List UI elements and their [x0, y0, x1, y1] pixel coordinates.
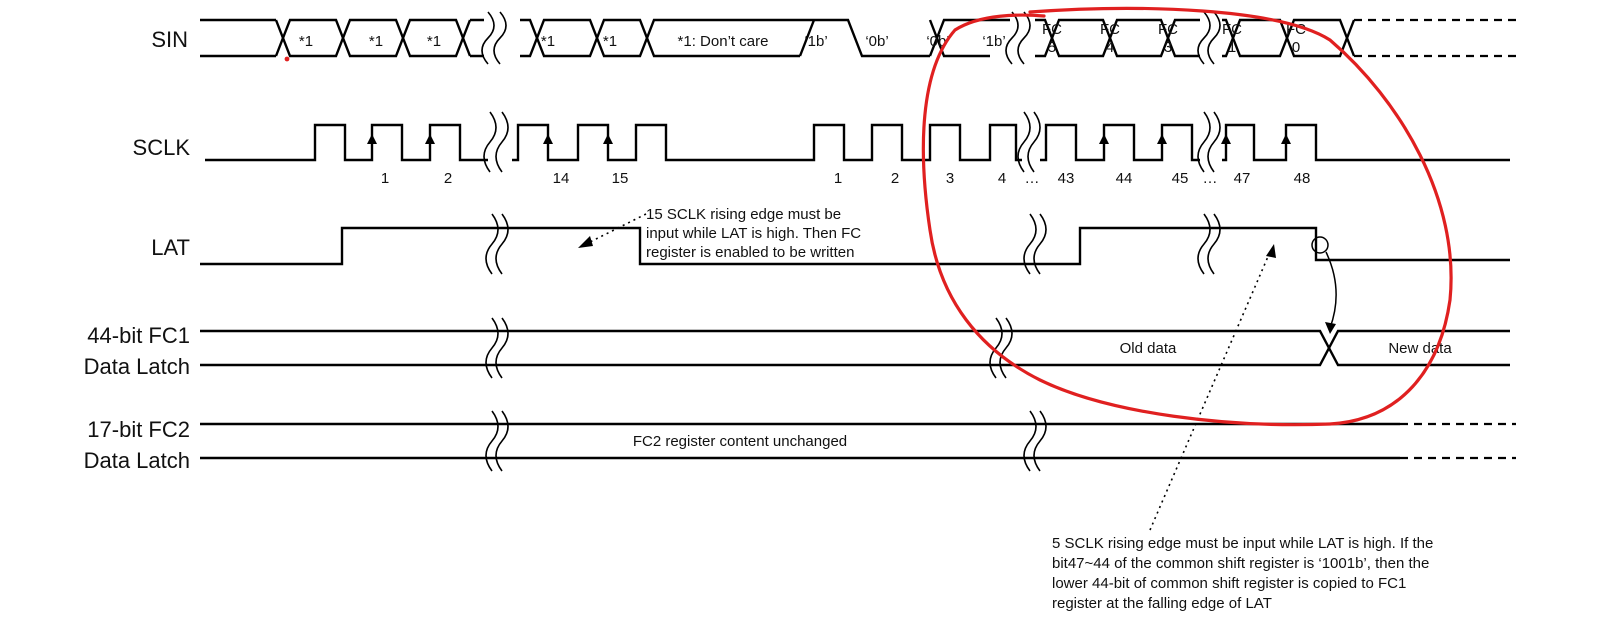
sclk-num-1: 1: [381, 170, 389, 187]
fc2-rails: [200, 422, 1400, 460]
lat-falling-edge-circle: [1311, 236, 1329, 254]
red-highlight-circle: [921, 6, 1453, 427]
lat-break-3b: [1207, 213, 1221, 275]
fc2-label-line2: Data Latch: [84, 448, 190, 473]
lat-label: LAT: [151, 235, 190, 260]
fc2-label-line1: 17-bit FC2: [87, 417, 190, 442]
sin-fc5-bottom: 5: [1048, 39, 1056, 56]
sin-break-2a: [1005, 11, 1019, 65]
sclk-num-m43: 43: [1058, 170, 1075, 187]
sin-dont-care: *1: Don’t care: [678, 33, 769, 50]
fc2-break-2b: [1033, 410, 1047, 472]
fc1-break-1a: [485, 317, 499, 379]
sclk-num-m1: 1: [834, 170, 842, 187]
sclk-break-3b: [1207, 111, 1221, 173]
lat-break-1a: [485, 213, 499, 275]
sclk-num-m45: 45: [1172, 170, 1189, 187]
sclk-num-15: 15: [612, 170, 629, 187]
sin-fc4-top: FC: [1100, 21, 1120, 38]
fc1-label-line2: Data Latch: [84, 354, 190, 379]
sclk-break-2b: [1027, 111, 1041, 173]
sin-bit-2: ‘0b’: [865, 33, 888, 50]
sin-cell-3: *1: [427, 33, 441, 50]
sin-fc4-bottom: 4: [1106, 39, 1114, 56]
sclk-break-1a: [483, 111, 497, 173]
sin-cell-4: *1: [541, 33, 555, 50]
sclk-num-m48: 48: [1294, 170, 1311, 187]
fc1-new-data: New data: [1388, 340, 1452, 357]
note1-line2: input while LAT is high. Then FC: [646, 225, 861, 242]
lat-to-fc1-arrowhead: [1325, 322, 1336, 334]
lat-break-3a: [1197, 213, 1211, 275]
fc1-break-2a: [989, 317, 1003, 379]
sclk-num-m44: 44: [1116, 170, 1133, 187]
sin-fc1-top: FC: [1222, 21, 1242, 38]
sin-break-3a: [1197, 11, 1211, 65]
sin-start-marker: [284, 56, 290, 62]
fc1-break-1b: [495, 317, 509, 379]
sclk-ellipsis-1: …: [1025, 170, 1040, 187]
sin-fc5-top: FC: [1042, 21, 1062, 38]
fc2-unchanged-text: FC2 register content unchanged: [633, 433, 847, 450]
note1-pointer: [585, 213, 647, 245]
sin-break-1a: [481, 11, 495, 65]
sclk-num-m3: 3: [946, 170, 954, 187]
sclk-num-m47: 47: [1234, 170, 1251, 187]
sclk-num-m2: 2: [891, 170, 899, 187]
note2-line2: bit47~44 of the common shift register is…: [1052, 555, 1429, 572]
note2-pointer: [1149, 251, 1271, 531]
sclk-num-m4: 4: [998, 170, 1006, 187]
note1-line1: 15 SCLK rising edge must be: [646, 206, 841, 223]
fc1-lower-rail: [200, 329, 1510, 367]
sin-break-3b: [1207, 11, 1221, 65]
sclk-waveform: [205, 123, 1510, 162]
sin-cell-1: *1: [299, 33, 313, 50]
sin-bit-4: ‘1b’: [982, 33, 1005, 50]
sclk-num-14: 14: [553, 170, 570, 187]
sin-cell-5: *1: [603, 33, 617, 50]
note1-arrowhead: [578, 236, 593, 248]
sclk-break-2a: [1017, 111, 1031, 173]
sin-fc3-top: FC: [1158, 21, 1178, 38]
fc1-label-line1: 44-bit FC1: [87, 323, 190, 348]
sin-cell-2: *1: [369, 33, 383, 50]
note1-line3: register is enabled to be written: [646, 244, 854, 261]
fc2-break-1b: [495, 410, 509, 472]
sclk-label: SCLK: [133, 135, 191, 160]
sclk-break-3a: [1197, 111, 1211, 173]
fc2-break-1a: [485, 410, 499, 472]
lat-break-1b: [495, 213, 509, 275]
lat-waveform: [200, 226, 1510, 266]
sin-fc1-bottom: 1: [1228, 39, 1236, 56]
sin-label: SIN: [151, 27, 188, 52]
lat-to-fc1-arrow: [1325, 251, 1337, 329]
fc2-break-2a: [1023, 410, 1037, 472]
note2-arrowhead: [1266, 244, 1276, 258]
sin-break-1b: [493, 11, 507, 65]
fc1-break-2b: [999, 317, 1013, 379]
sin-break-2b: [1017, 11, 1031, 65]
sclk-break-1b: [495, 111, 509, 173]
sclk-rising-arrows: [367, 134, 1291, 144]
sclk-ellipsis-2: …: [1203, 170, 1218, 187]
sclk-num-2: 2: [444, 170, 452, 187]
lat-break-2a: [1023, 213, 1037, 275]
sin-waveform: [200, 18, 1520, 58]
fc1-upper-rail: [200, 329, 1510, 367]
fc1-old-data: Old data: [1120, 340, 1177, 357]
sin-fc0-bottom: 0: [1292, 39, 1300, 56]
note2-line1: 5 SCLK rising edge must be input while L…: [1052, 535, 1433, 552]
note2-line3: lower 44-bit of common shift register is…: [1052, 575, 1406, 592]
lat-break-2b: [1033, 213, 1047, 275]
fc2-rails-dashed: [1400, 422, 1516, 460]
sin-bit-1: ‘1b’: [804, 33, 827, 50]
sin-fc3-bottom: 3: [1164, 39, 1172, 56]
note2-line4: register at the falling edge of LAT: [1052, 595, 1272, 612]
